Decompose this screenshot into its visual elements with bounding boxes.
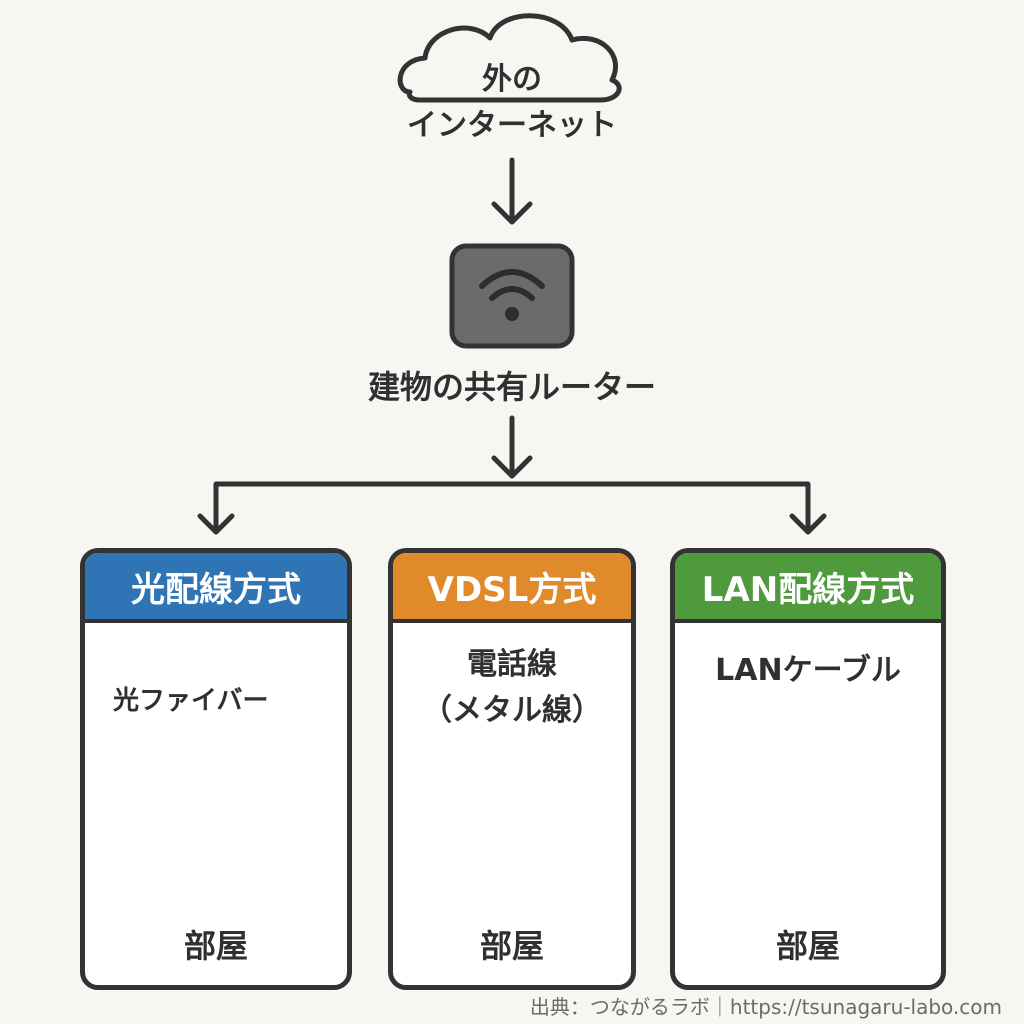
panel-fiber-title: 光配線方式 xyxy=(85,553,347,623)
arrow-down-icon xyxy=(491,157,533,225)
panel-vdsl-room-label: 部屋 xyxy=(479,927,544,965)
fiber-cable-label: 光ファイバー xyxy=(113,686,269,716)
telephone-cable-label-line1: 電話線 xyxy=(467,647,557,682)
branch-connector xyxy=(197,481,827,535)
panel-lan-title: LAN配線方式 xyxy=(675,553,941,623)
cloud-label-line2: インターネット xyxy=(407,108,617,143)
panel-fiber-room-label: 部屋 xyxy=(183,927,248,965)
panel-lan: LAN配線方式 LANケーブル 部屋 xyxy=(670,548,946,990)
panel-lan-room-label: 部屋 xyxy=(775,927,840,965)
cloud-icon xyxy=(397,13,622,103)
router-icon xyxy=(449,243,575,349)
panel-fiber: 光配線方式 光ファイバー 部屋 xyxy=(80,548,352,990)
arrow-down-icon xyxy=(491,415,533,479)
lan-cable-label: LANケーブル xyxy=(715,653,901,688)
source-credit: 出典：つながるラボ｜https://tsunagaru-labo.com xyxy=(529,995,1002,1019)
cloud-label-line1: 外の xyxy=(482,62,542,97)
panel-vdsl-title: VDSL方式 xyxy=(393,553,631,623)
router-label: 建物の共有ルーター xyxy=(367,368,656,406)
panel-vdsl: VDSL方式 電話線 （メタル線） 部屋 xyxy=(388,548,636,990)
telephone-cable-label-line2: （メタル線） xyxy=(422,693,602,728)
